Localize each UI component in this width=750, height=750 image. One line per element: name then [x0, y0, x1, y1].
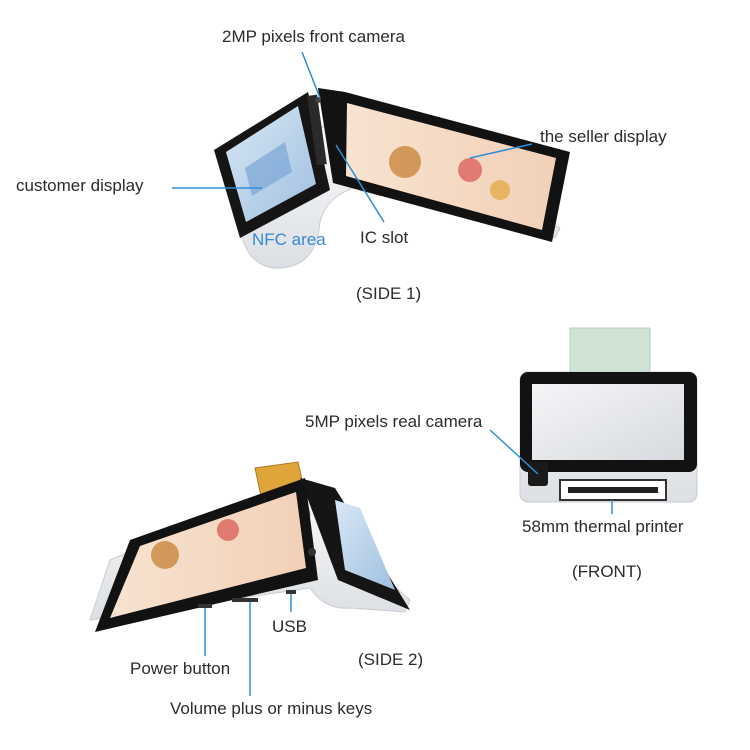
- leader-lines: [172, 51, 613, 696]
- food-dish: [151, 541, 179, 569]
- front-display-screen: [532, 384, 684, 460]
- label-nfc-area: NFC area: [252, 230, 326, 249]
- label-ic-slot: IC slot: [360, 228, 409, 247]
- food-dish: [389, 146, 421, 178]
- leader-ic-slot: [335, 144, 385, 223]
- food-dish: [490, 180, 510, 200]
- leader-real-camera: [489, 429, 539, 475]
- label-customer-display: customer display: [16, 176, 144, 195]
- label-front-camera: 2MP pixels front camera: [222, 27, 405, 46]
- pos-device-side2: [89, 461, 411, 632]
- food-dish: [458, 158, 482, 182]
- power-button-hw: [198, 604, 212, 608]
- menu-panel: [355, 198, 385, 261]
- printer-opening: [568, 487, 658, 493]
- label-seller-display: the seller display: [540, 127, 667, 146]
- label-real-camera: 5MP pixels real camera: [305, 412, 483, 431]
- seller-display-screen-side2: [110, 492, 306, 618]
- volume-keys-hw: [232, 598, 258, 602]
- label-front: (FRONT): [572, 562, 642, 581]
- customer-display-card-graphic: [245, 142, 292, 196]
- leader-front-camera: [301, 51, 321, 99]
- camera-dot-side2: [308, 548, 316, 556]
- usb-port-hw: [286, 590, 296, 594]
- receipt-paper: [569, 327, 651, 381]
- label-side2: (SIDE 2): [358, 650, 424, 669]
- pos-device-front: [519, 327, 698, 503]
- label-thermal-printer: 58mm thermal printer: [522, 517, 684, 536]
- leader-seller-display: [469, 143, 533, 159]
- front-camera-dot: [315, 97, 321, 103]
- label-power-button: Power button: [130, 659, 231, 678]
- label-usb: USB: [272, 617, 307, 636]
- food-dish: [217, 519, 239, 541]
- label-side1: (SIDE 1): [356, 284, 422, 303]
- label-volume-keys: Volume plus or minus keys: [170, 699, 373, 718]
- pos-device-side1: [214, 88, 570, 269]
- ic-slot-hinge: [307, 94, 327, 166]
- customer-display-screen-side2: [335, 500, 395, 590]
